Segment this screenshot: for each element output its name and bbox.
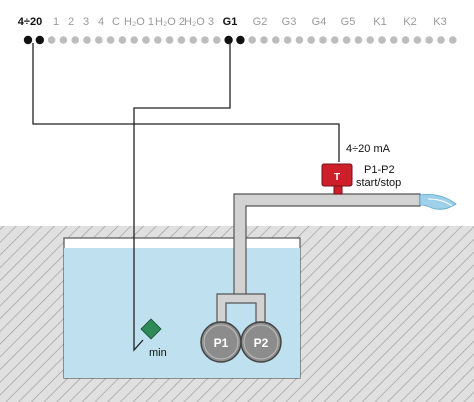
terminal-dot xyxy=(425,36,434,44)
terminal-dot-active xyxy=(236,35,245,45)
terminal-label: G3 xyxy=(282,16,297,28)
terminal-dot xyxy=(342,36,351,44)
level-switch-wire xyxy=(133,43,231,352)
terminal-dot xyxy=(378,36,386,44)
terminal-dot xyxy=(248,36,256,44)
terminal-dot xyxy=(95,36,103,44)
terminal-label: C xyxy=(112,16,120,28)
pump-p1: P1 xyxy=(200,321,242,363)
terminal-label: G4 xyxy=(312,16,327,28)
terminal-dot-active xyxy=(224,35,233,45)
terminal-label: H₂O 3 xyxy=(184,16,214,28)
terminal-label: K3 xyxy=(433,16,446,28)
terminal-dot xyxy=(83,36,91,44)
terminal-dot xyxy=(354,36,363,44)
terminal-label: K1 xyxy=(373,16,386,28)
signal-label: 4÷20 mA xyxy=(346,143,391,155)
terminal-dot xyxy=(331,36,339,44)
terminal-dot-active xyxy=(23,35,33,45)
terminal-dot xyxy=(142,36,150,44)
wiring xyxy=(32,43,340,352)
pump-p1-label: P1 xyxy=(214,336,229,350)
level-switch xyxy=(140,318,162,340)
pump-control-label-1: P1-P2 xyxy=(364,164,395,176)
terminal-dot xyxy=(319,36,327,44)
terminal-dot xyxy=(213,36,221,44)
terminal-dot xyxy=(165,36,174,44)
pump-p2: P2 xyxy=(240,321,282,363)
terminal-dot xyxy=(47,36,56,44)
pump-p2-label: P2 xyxy=(254,336,269,350)
terminal-dots xyxy=(23,35,457,45)
terminal-dot xyxy=(437,36,445,44)
terminal-label: 1 xyxy=(53,16,59,28)
terminal-label: 3 xyxy=(83,16,89,28)
pump-control-label-2: start/stop xyxy=(356,177,401,189)
terminal-dot xyxy=(201,36,209,44)
water-outflow xyxy=(419,194,457,210)
terminal-dot xyxy=(283,36,292,44)
terminal-label: H₂O 1 xyxy=(124,16,154,28)
terminal-dot xyxy=(130,36,138,44)
terminal-label: H₂O 2 xyxy=(155,16,185,28)
terminal-dot xyxy=(390,36,398,44)
pressure-transmitter: T xyxy=(321,163,353,195)
terminal-dot xyxy=(189,36,197,44)
terminal-dot-active xyxy=(35,35,44,45)
transmitter-symbol: T xyxy=(334,172,340,183)
terminal-dot xyxy=(154,36,162,44)
terminal-dot xyxy=(449,36,457,44)
terminal-dot xyxy=(118,36,127,44)
level-switch-label: min xyxy=(149,347,167,359)
terminal-label: G5 xyxy=(341,16,356,28)
terminal-dot xyxy=(71,36,79,44)
terminal-label: G2 xyxy=(253,16,268,28)
terminal-dot xyxy=(260,36,268,44)
terminal-dot xyxy=(366,36,375,44)
terminal-dot xyxy=(295,36,304,44)
terminal-label: G1 xyxy=(223,16,238,28)
terminal-dot xyxy=(401,36,410,44)
signal-wire xyxy=(32,43,340,162)
terminal-dot xyxy=(307,36,316,44)
terminal-label: 4÷20 xyxy=(18,16,42,28)
terminal-label: 4 xyxy=(98,16,104,28)
terminal-dot xyxy=(106,36,115,44)
terminal-label: K2 xyxy=(403,16,416,28)
terminal-dot xyxy=(413,36,422,44)
terminal-dot xyxy=(272,36,280,44)
terminal-dot xyxy=(177,36,186,44)
terminal-dot xyxy=(59,36,68,44)
terminal-label: 2 xyxy=(68,16,74,28)
